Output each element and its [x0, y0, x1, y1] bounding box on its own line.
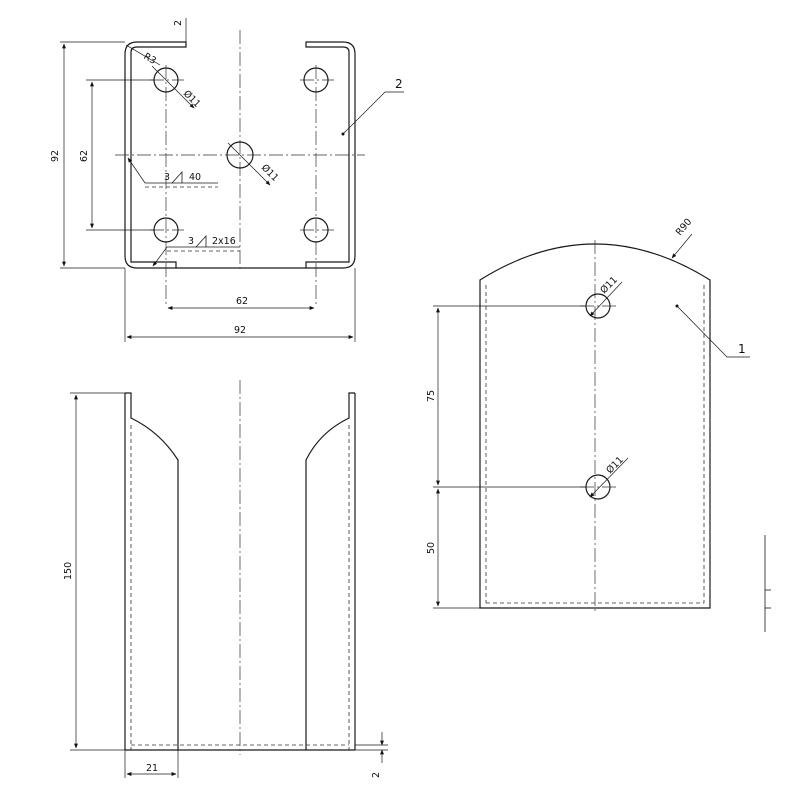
leader	[125, 44, 161, 66]
dim-height: 150	[63, 562, 74, 580]
dim-hole-spacing-v: 62	[79, 150, 90, 162]
leader	[127, 157, 146, 184]
leader	[671, 233, 693, 259]
dim-flange-width: 21	[146, 763, 158, 774]
dim-top-thickness: 2	[173, 20, 184, 26]
weld-symbol	[171, 170, 183, 184]
leader	[589, 457, 629, 498]
dim-hole-dia: Ø11	[181, 88, 203, 110]
dim-hole-dia: Ø11	[598, 274, 620, 296]
left-wall	[125, 392, 179, 750]
dim-hole-dia: Ø11	[604, 454, 626, 476]
weld1-length: 40	[189, 172, 201, 183]
part-number-1: 1	[738, 342, 746, 356]
side-view: Ø11 Ø11 R90 75 50 1	[426, 217, 771, 632]
dim-hole-spacing-h: 62	[236, 296, 248, 307]
plate-outline-right	[305, 41, 356, 269]
front-view: 150 21 2	[63, 380, 388, 778]
dim-plate-height: 92	[50, 150, 61, 162]
leader	[589, 281, 623, 317]
hole	[303, 67, 329, 93]
hole	[303, 217, 329, 243]
dim-spacing-75: 75	[426, 390, 437, 402]
part-leader	[342, 91, 404, 135]
hole	[226, 141, 254, 169]
dim-bend-radius: R3	[142, 51, 158, 67]
leader	[151, 65, 195, 109]
dim-spacing-50: 50	[426, 542, 437, 554]
weld2-size: 3	[188, 236, 194, 247]
top-view: 2 R3 Ø11 Ø11 92 62 3 40 3 2x16 62	[50, 18, 404, 342]
leader	[152, 246, 168, 267]
dim-bottom-thickness: 2	[371, 772, 382, 778]
weld2-length: 2x16	[212, 236, 236, 247]
leader	[227, 142, 271, 186]
dim-hole-dia: Ø11	[259, 162, 281, 184]
side-outline	[479, 243, 711, 609]
weld1-size: 3	[164, 172, 170, 183]
right-wall	[305, 392, 355, 750]
weld-symbol	[195, 234, 207, 248]
dim-plate-width: 92	[234, 325, 246, 336]
part-leader	[676, 305, 750, 358]
part-number-2: 2	[395, 77, 403, 91]
